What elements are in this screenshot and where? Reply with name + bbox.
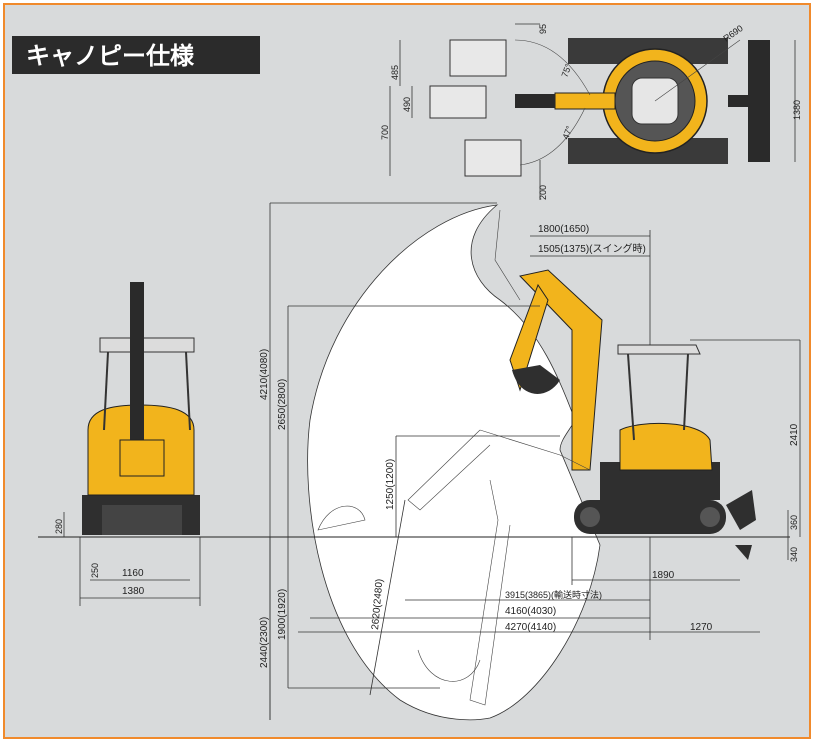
side-boom-reach-outline — [407, 429, 591, 511]
front-label-1380: 1380 — [122, 586, 145, 597]
side-bucket — [512, 365, 560, 394]
label-1270: 1270 — [690, 622, 713, 633]
label-4270: 4270(4140) — [505, 622, 556, 633]
side-blade-lowered — [735, 545, 752, 560]
front-view: 280 250 1160 1380 — [54, 282, 201, 606]
label-340: 340 — [789, 547, 799, 562]
plan-dim-490: 490 — [402, 97, 412, 112]
plan-blade — [748, 40, 770, 162]
plan-dim-95: 95 — [538, 24, 548, 34]
page-title: キャノピー仕様 — [26, 42, 195, 70]
label-1505: 1505(1375)(スイング時) — [538, 242, 646, 255]
plan-arm — [515, 94, 555, 108]
side-track — [574, 500, 726, 534]
side-view: 1800(1650) 1505(1375)(スイング時) 4210(4080) … — [38, 202, 801, 721]
plan-bucket-left — [449, 39, 507, 77]
front-canopy-post-right — [185, 351, 191, 431]
label-4210: 4210(4080) — [259, 349, 270, 400]
side-bucket-low-outline — [417, 649, 481, 682]
label-2650: 2650(2800) — [277, 379, 288, 430]
plan-bucket-center — [429, 85, 487, 119]
plan-dim-700: 700 — [380, 125, 390, 140]
label-4160: 4160(4030) — [505, 606, 556, 617]
title-box — [12, 36, 260, 74]
plan-swing-arc-right — [519, 107, 586, 166]
plan-dim-1380: 1380 — [792, 100, 802, 120]
side-idler — [580, 507, 600, 527]
side-arm-high-outline — [494, 209, 521, 301]
side-bucket-far-outline — [317, 505, 366, 531]
plan-bucket-right — [464, 139, 522, 177]
label-3915: 3915(3865)(輸送時寸法) — [505, 589, 602, 600]
front-boom-base — [119, 439, 165, 477]
label-360: 360 — [789, 515, 799, 530]
side-canopy-post-rear — [683, 353, 689, 431]
label-2410: 2410 — [789, 423, 800, 446]
label-1800: 1800(1650) — [538, 224, 589, 235]
front-blade — [102, 505, 182, 535]
plan-angle-47: 47° — [560, 124, 574, 141]
plan-view: 485 490 700 200 95 1380 R690 75° 47° — [380, 23, 802, 200]
front-label-250: 250 — [90, 563, 100, 578]
front-canopy-post-left — [103, 351, 109, 431]
plan-angle-75: 75° — [559, 62, 573, 79]
label-2620: 2620(2480) — [370, 578, 385, 630]
plan-blade-arm — [728, 95, 750, 107]
side-arm — [509, 283, 549, 392]
plan-dim-200: 200 — [538, 185, 548, 200]
side-base — [600, 462, 720, 500]
plan-swing-arc-left — [514, 39, 591, 96]
plan-dim-485: 485 — [390, 65, 400, 80]
side-blade — [726, 490, 756, 530]
side-sprocket — [700, 507, 720, 527]
side-arm-dig-outline — [469, 479, 511, 706]
front-canopy-roof — [99, 337, 195, 353]
side-canopy-roof — [617, 344, 701, 355]
dim-2620-line — [369, 499, 406, 696]
front-boom — [130, 282, 144, 472]
plan-boom — [554, 92, 616, 110]
label-1250: 1250(1200) — [385, 459, 396, 510]
plan-radius-line — [654, 39, 741, 102]
label-2440: 2440(2300) — [259, 617, 270, 668]
side-canopy-post-front — [627, 353, 635, 441]
label-1900: 1900(1920) — [277, 589, 288, 640]
front-label-1160: 1160 — [122, 568, 144, 579]
label-1890: 1890 — [652, 570, 675, 581]
side-boom — [519, 269, 603, 471]
front-label-280: 280 — [54, 519, 64, 534]
